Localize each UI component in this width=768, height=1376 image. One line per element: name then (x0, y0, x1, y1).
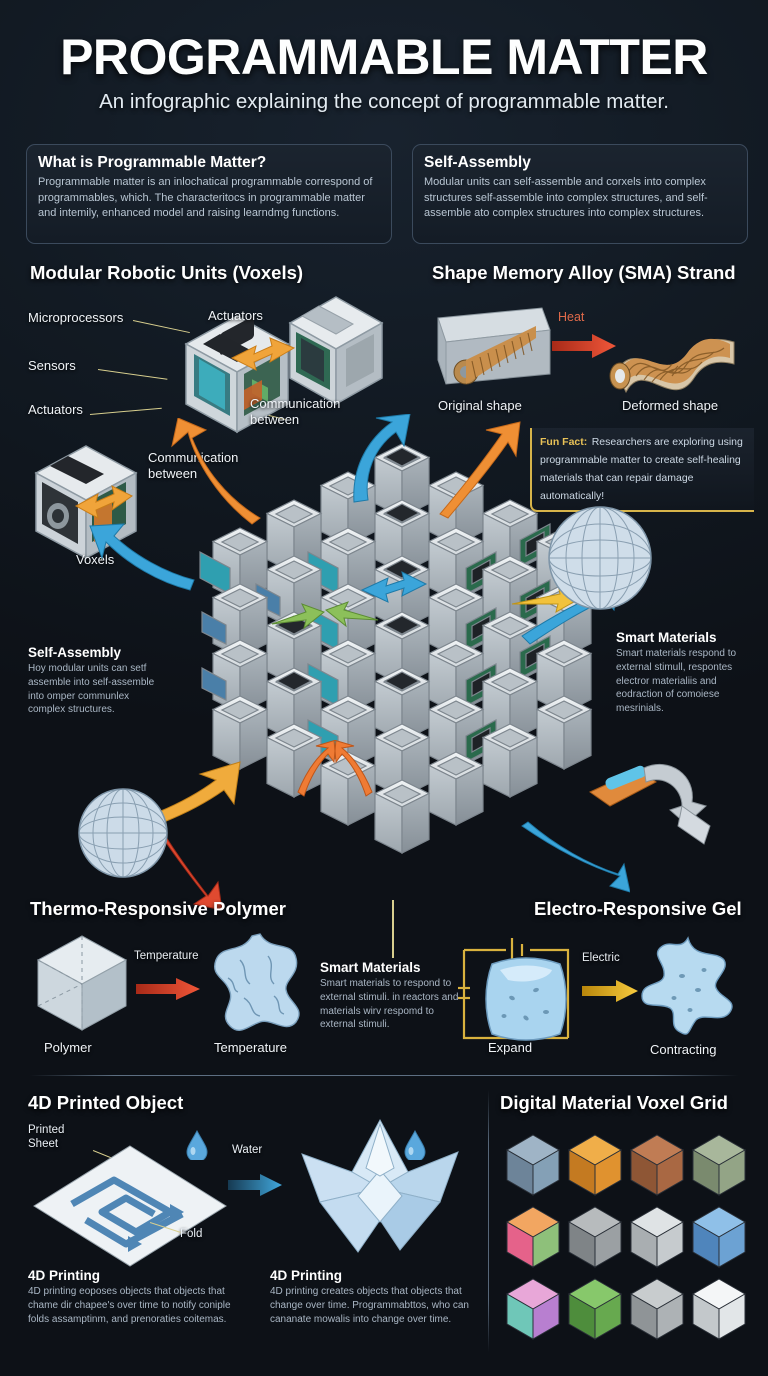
label-fold: Fold (180, 1228, 203, 1240)
text-block-4d-printing-right: 4D Printing 4D printing creates objects … (270, 1268, 476, 1326)
fun-fact-label: Fun Fact: (540, 436, 588, 448)
text-block-body: Hoy modular units can setf assemble into… (28, 663, 155, 716)
label-actuators-right: Actuators (208, 308, 263, 323)
arrow-cluster-blue-left (89, 523, 195, 591)
arrow-electric-yellow (582, 980, 638, 1002)
voxel-grid (504, 1132, 754, 1352)
wireframe-sphere-small (76, 786, 170, 885)
text-block-body: 4D printing creates objects that objects… (270, 1286, 469, 1325)
copper-grain-voxel (628, 1132, 690, 1204)
section-divider-vertical (488, 1090, 489, 1352)
label-sma-heat: Heat (558, 310, 585, 324)
caption-contracting: Contracting (650, 1042, 717, 1057)
text-block-4d-printing-left: 4D Printing 4D printing eoposes objects … (28, 1268, 250, 1326)
plain-white-voxel (690, 1276, 752, 1348)
section-title-voxel-grid: Digital Material Voxel Grid (500, 1092, 728, 1113)
water-droplet-icon-right (404, 1130, 426, 1160)
text-block-title: Smart Materials (616, 630, 717, 645)
caption-expand: Expand (488, 1040, 533, 1055)
caption-polymer: Polymer (44, 1040, 92, 1055)
arrow-water-blue (228, 1174, 282, 1196)
label-voxels: Voxels (76, 552, 115, 567)
intro-card-title: What is Programmable Matter? (38, 154, 267, 171)
page-subtitle: An infographic explaining the concept of… (99, 90, 669, 113)
fun-fact-callout: Fun Fact: Researchers are exploring usin… (530, 428, 754, 512)
intro-card-what-is: What is Programmable Matter? Programmabl… (26, 144, 392, 244)
arrow-heat-red (552, 334, 616, 358)
leader-line-actuators (89, 407, 162, 416)
white-speckle-voxel (628, 1204, 690, 1276)
wireframe-sphere-large (546, 504, 654, 617)
text-block-body: Smart materials respond to external stim… (616, 648, 737, 715)
gray-stone-voxel (566, 1204, 628, 1276)
polymer-cube-shape (34, 932, 130, 1041)
intro-card-body: Programmable matter is an inlochatical p… (38, 176, 373, 220)
sma-deformed-strand (602, 318, 742, 405)
water-droplet-icon-left (186, 1130, 208, 1160)
granite-voxel (628, 1276, 690, 1348)
arrow-cluster-orange-up-right (439, 421, 521, 519)
label-sensors: Sensors (28, 358, 76, 373)
label-communication-2: Communication between (148, 450, 239, 481)
arrow-cluster-green-inward (271, 601, 379, 630)
label-printed-sheet: Printed Sheet (28, 1124, 65, 1150)
wrench-tool-icon (586, 748, 718, 863)
text-block-body: Smart materials to respond to external s… (320, 978, 459, 1031)
label-communication-1: Communication between (250, 396, 341, 427)
label-electric-arrow: Electric (582, 952, 620, 964)
text-block-title: 4D Printing (28, 1268, 101, 1283)
section-divider-horizontal (30, 1075, 738, 1076)
arrow-cluster-orange-up-left (171, 418, 261, 525)
magenta-gradient-voxel (504, 1276, 566, 1348)
intro-card-body: Modular units can self-assemble and corx… (424, 176, 708, 220)
orange-voxel (566, 1132, 628, 1204)
text-block-title: 4D Printing (270, 1268, 343, 1283)
voxel-unit-detailed-b (286, 294, 386, 410)
intro-card-title: Self-Assembly (424, 154, 531, 171)
section-title-thermo: Thermo-Responsive Polymer (30, 898, 286, 919)
text-block-title: Self-Assembly (28, 645, 122, 660)
label-actuators-left: Actuators (28, 402, 83, 417)
label-water-arrow: Water (232, 1144, 263, 1156)
text-block-smart-materials-center: Smart Materials Smart materials to respo… (320, 960, 462, 1032)
arrow-cluster-orange-inward (297, 740, 373, 797)
sage-green-voxel (690, 1132, 752, 1204)
text-block-self-assembly: Self-Assembly Hoy modular units can setf… (28, 645, 160, 717)
steel-blue-voxel (504, 1132, 566, 1204)
label-temperature-arrow: Temperature (134, 950, 199, 962)
caption-temperature: Temperature (214, 1040, 287, 1055)
page-title: PROGRAMMABLE MATTER (60, 29, 708, 85)
section-title-sma: Shape Memory Alloy (SMA) Strand (432, 262, 736, 283)
printed-sheet-shape (30, 1140, 230, 1275)
sma-original-block (424, 296, 556, 399)
arrow-cluster-blue-up (353, 414, 411, 503)
thermo-blob-shape (208, 930, 310, 1041)
gel-contracted-shape (638, 934, 738, 1043)
arrow-cluster-blue-down-right (521, 821, 630, 893)
arrow-cluster-blue-inward (360, 571, 428, 603)
text-block-smart-materials-right: Smart Materials Smart materials respond … (616, 630, 756, 716)
text-block-title: Smart Materials (320, 960, 421, 975)
arrow-temperature-red (136, 978, 200, 1000)
green-voxel (566, 1276, 628, 1348)
section-title-modular: Modular Robotic Units (Voxels) (30, 262, 304, 283)
rainbow-voxel (504, 1204, 566, 1276)
arrow-communication-orange (230, 337, 296, 371)
leader-line-smart-materials (392, 900, 394, 958)
caption-sma-original: Original shape (438, 398, 522, 413)
intro-card-self-assembly: Self-Assembly Modular units can self-ass… (412, 144, 748, 244)
section-title-printed: 4D Printed Object (28, 1092, 184, 1113)
caption-sma-deformed: Deformed shape (622, 398, 719, 413)
text-block-body: 4D printing eoposes objects that objects… (28, 1286, 231, 1325)
leader-line-sensors (97, 369, 168, 381)
blue-pattern-voxel (690, 1204, 752, 1276)
label-microprocessors: Microprocessors (28, 310, 124, 325)
gel-expanded-shape (478, 950, 574, 1053)
section-title-electro: Electro-Responsive Gel (534, 898, 742, 919)
arrow-actuators-orange (74, 485, 133, 519)
folded-origami-shape (290, 1110, 470, 1265)
fun-fact-body: Researchers are exploring using programm… (540, 436, 743, 502)
arrow-cluster-red-down (160, 833, 223, 910)
